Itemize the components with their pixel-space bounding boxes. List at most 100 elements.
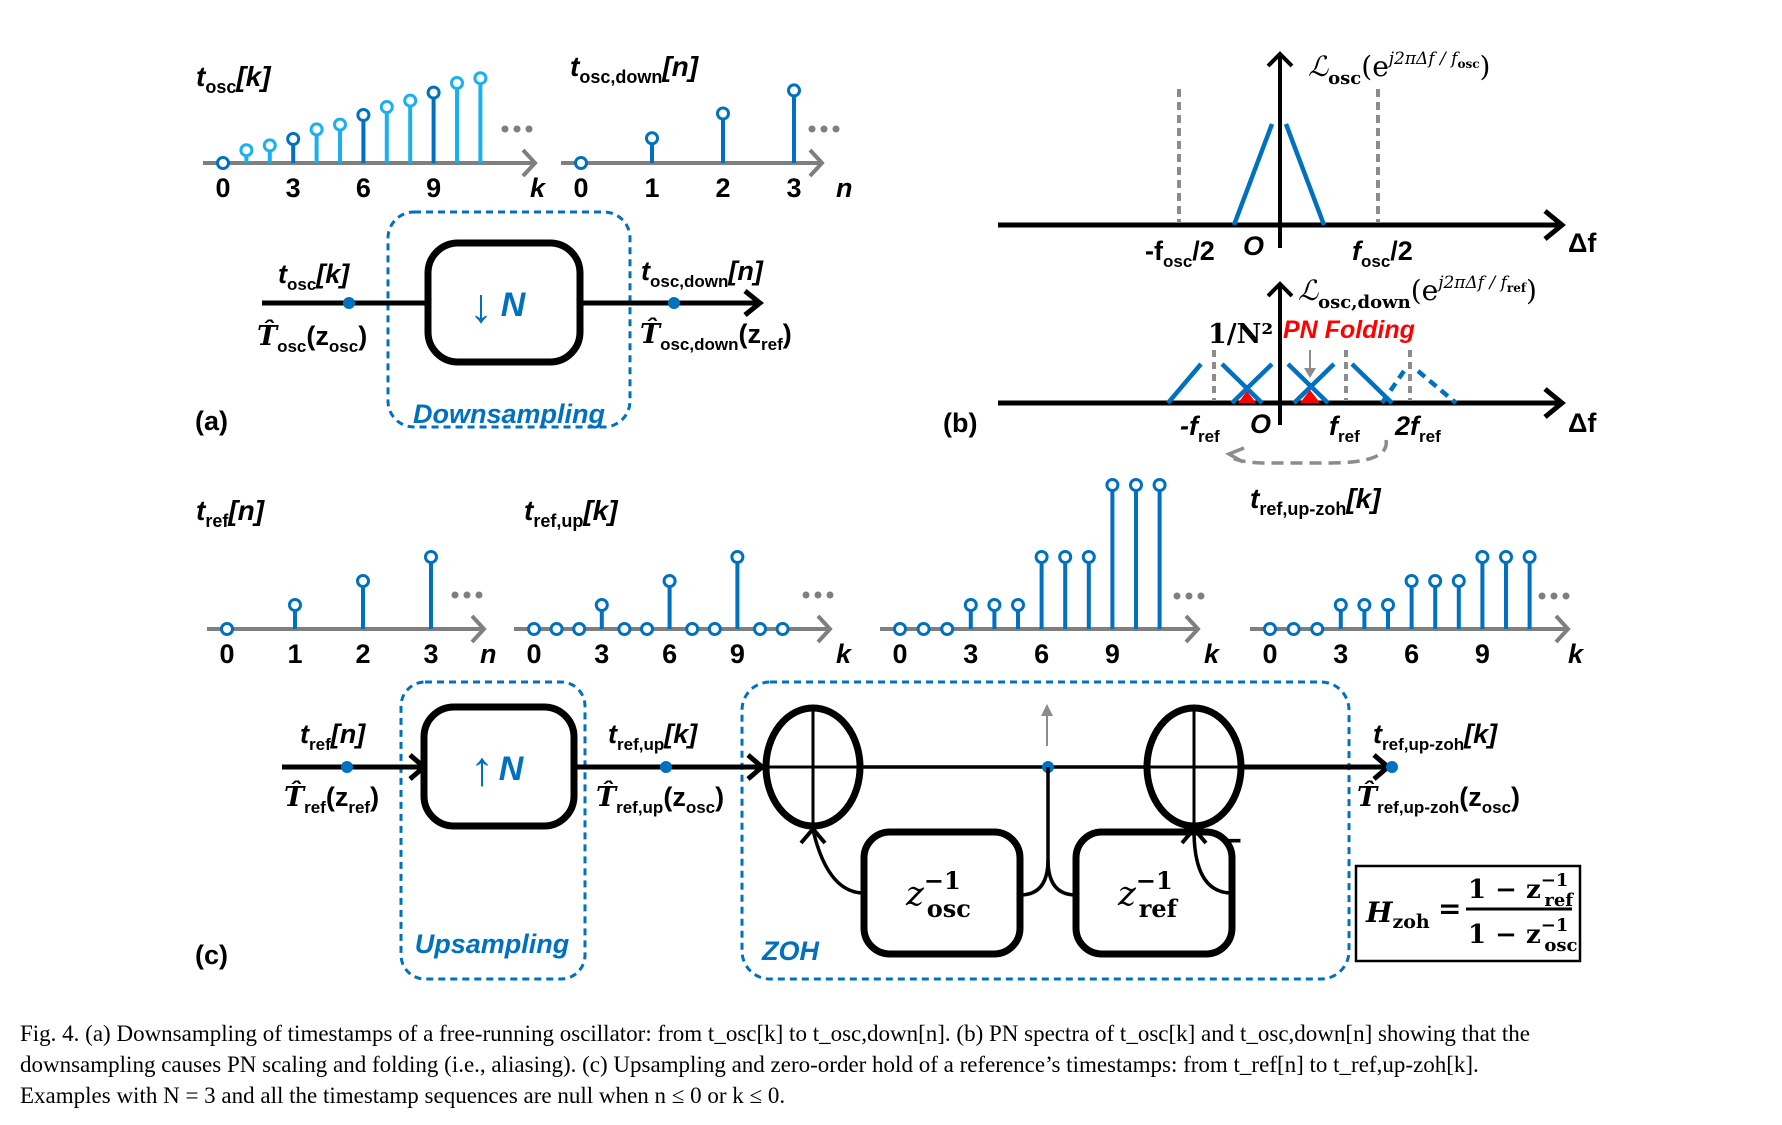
- tick-label: 9: [426, 173, 441, 203]
- zoh-group-box: [740, 680, 1351, 981]
- stem-marker: [787, 83, 801, 98]
- stem-marker: [775, 622, 790, 636]
- ellipsis-dot: [451, 591, 459, 599]
- folding-curve-arrow-icon: [1224, 446, 1245, 464]
- x-axis-arrow: [808, 148, 825, 178]
- tick-neg-fref: -fref: [1180, 411, 1220, 446]
- stem-marker: [1522, 550, 1537, 564]
- c-mid-z-label: T̂ref,up(zosc): [596, 780, 724, 817]
- folding-region-neg: [1238, 391, 1256, 403]
- ellipsis-dot: [1197, 592, 1205, 600]
- stem-marker: [356, 574, 370, 588]
- axis-variable-label: k: [1568, 639, 1585, 669]
- zoh-label: ZOH: [761, 936, 819, 966]
- pn-folding-label: PN Folding: [1283, 316, 1415, 344]
- caption-line-2: downsampling causes PN scaling and foldi…: [20, 1052, 1479, 1077]
- tick-label: 3: [963, 639, 978, 669]
- ellipsis-dot: [463, 591, 471, 599]
- pn-skirt-left: [1231, 123, 1275, 226]
- panel-b-tag: (b): [943, 408, 977, 438]
- tick-fref: fref: [1329, 411, 1360, 446]
- stem-marker: [1475, 550, 1490, 564]
- stem-marker: [594, 598, 609, 612]
- tick-label: 0: [1262, 639, 1277, 669]
- node-c-in: [341, 761, 353, 773]
- y-label-top: ℒosc(ej2πΔf / fosc): [1308, 49, 1490, 89]
- y-label-bottom: ℒosc,down(ej2πΔf / fref): [1298, 273, 1537, 313]
- chart-tosc-title: tosc[k]: [196, 61, 272, 97]
- upsampling-label: Upsampling: [415, 929, 570, 959]
- tick-label: 1: [287, 639, 302, 669]
- x-axis-arrow: [1554, 614, 1571, 644]
- x-axis-arrow: [470, 614, 487, 644]
- stem-marker: [309, 122, 324, 137]
- tick-label: 6: [662, 639, 677, 669]
- stem-marker: [617, 622, 632, 636]
- stem-marker: [1081, 550, 1096, 564]
- ellipsis-dot: [820, 125, 828, 133]
- c-mid-signal-label: tref,up[k]: [608, 719, 698, 754]
- panel-c-tag: (c): [195, 940, 228, 970]
- alias-skirt-5: [1292, 362, 1336, 405]
- caption-line-1: Fig. 4. (a) Downsampling of timestamps o…: [20, 1021, 1531, 1046]
- stem-marker: [527, 622, 541, 636]
- branch-to-osc-delay: [1019, 859, 1050, 897]
- feedback-arrow-icon: [799, 825, 827, 845]
- tick-label: 3: [286, 173, 301, 203]
- stem-marker: [1451, 574, 1466, 588]
- ellipsis-dot: [501, 125, 509, 133]
- out-z-label: T̂osc,down(zref): [640, 317, 792, 354]
- tick-label: 0: [215, 173, 230, 203]
- stem-marker: [450, 76, 464, 90]
- folding-curve: [1226, 439, 1388, 465]
- delayed-ref-arrow-icon: [1180, 825, 1208, 845]
- stem-marker: [216, 156, 230, 170]
- tick-label: 3: [423, 639, 438, 669]
- stem-marker: [685, 622, 700, 636]
- probe-arrow-icon: [1041, 704, 1053, 716]
- ellipsis-dot: [1550, 592, 1558, 600]
- stem-marker: [1381, 598, 1395, 612]
- tick-label: 0: [892, 639, 907, 669]
- downsampling-diagram: ↓ N tosc[k] T̂osc(zosc) tosc,down[n] T̂o…: [195, 210, 792, 436]
- tick-label: 0: [219, 639, 234, 669]
- stem-marker: [1428, 574, 1443, 588]
- chart-trefupzoh-title: tref,up-zoh[k]: [1250, 483, 1382, 519]
- chart-toscdown-title: tosc,down[n]: [570, 51, 700, 87]
- branch-to-ref-delay: [1046, 859, 1077, 897]
- downsampling-label: Downsampling: [413, 399, 606, 429]
- stem-marker: [963, 598, 978, 612]
- alias-skirt-1: [1166, 362, 1203, 405]
- caption-line-3: Examples with N = 3 and all the timestam…: [20, 1083, 786, 1108]
- ellipsis-dot: [525, 125, 533, 133]
- c-out-signal-label: tref,up-zoh[k]: [1373, 719, 1498, 754]
- feedback-path: [811, 829, 865, 895]
- stem-marker: [753, 622, 767, 636]
- c-in-signal-label: tref[n]: [300, 719, 366, 754]
- figure-caption: Fig. 4. (a) Downsampling of timestamps o…: [20, 1018, 1770, 1111]
- c-out-z-label: T̂ref,up-zoh(zosc): [1357, 780, 1520, 817]
- stem-marker: [549, 622, 564, 636]
- stem-marker: [1310, 622, 1325, 636]
- x-axis-top-arrow: [1543, 209, 1566, 241]
- stem-marker: [707, 622, 722, 636]
- in-z-label: T̂osc(zosc): [257, 319, 367, 356]
- ellipsis-dot: [814, 591, 822, 599]
- stem-marker: [1263, 622, 1277, 636]
- stem-marker: [1058, 550, 1073, 564]
- stem-marker: [1034, 550, 1049, 564]
- transfer-function-box: [1354, 864, 1582, 963]
- stem-marker: [574, 156, 588, 170]
- stem-marker: [1357, 598, 1372, 612]
